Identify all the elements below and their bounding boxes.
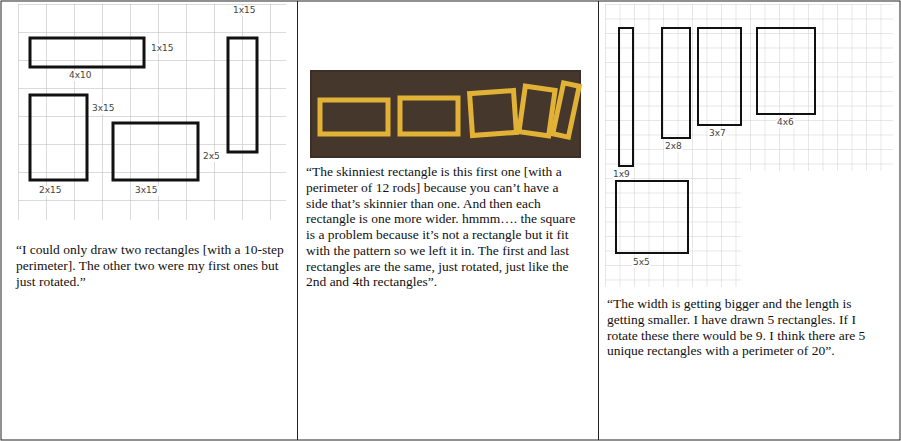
column-rule: [598, 1, 599, 440]
dimension-label: 4x6: [776, 118, 795, 128]
column-rule: [297, 1, 298, 440]
dimension-label: 3x15: [134, 186, 159, 196]
student-quote: “I could only draw two rectangles [with …: [16, 242, 288, 289]
rods-photo: [310, 70, 581, 158]
dimension-label: 5x5: [632, 258, 651, 268]
grid-drawing: [605, 4, 893, 287]
dimension-label: 2x15: [38, 186, 63, 196]
dimension-label: 1x15: [150, 44, 175, 54]
grid-drawing: [18, 4, 286, 220]
dimension-label: 1x9: [612, 170, 631, 180]
dimension-label: 4x10: [68, 71, 93, 81]
dimension-label: 2x5: [202, 152, 221, 162]
dimension-label: 3x7: [708, 129, 727, 139]
dimension-label: 1x15: [232, 6, 257, 16]
dimension-label: 2x8: [664, 142, 683, 152]
dimension-label: 3x15: [91, 104, 116, 114]
student-quote: “The width is getting bigger and the len…: [607, 296, 889, 359]
student-quote: “The skinniest rectangle is this first o…: [306, 164, 582, 290]
